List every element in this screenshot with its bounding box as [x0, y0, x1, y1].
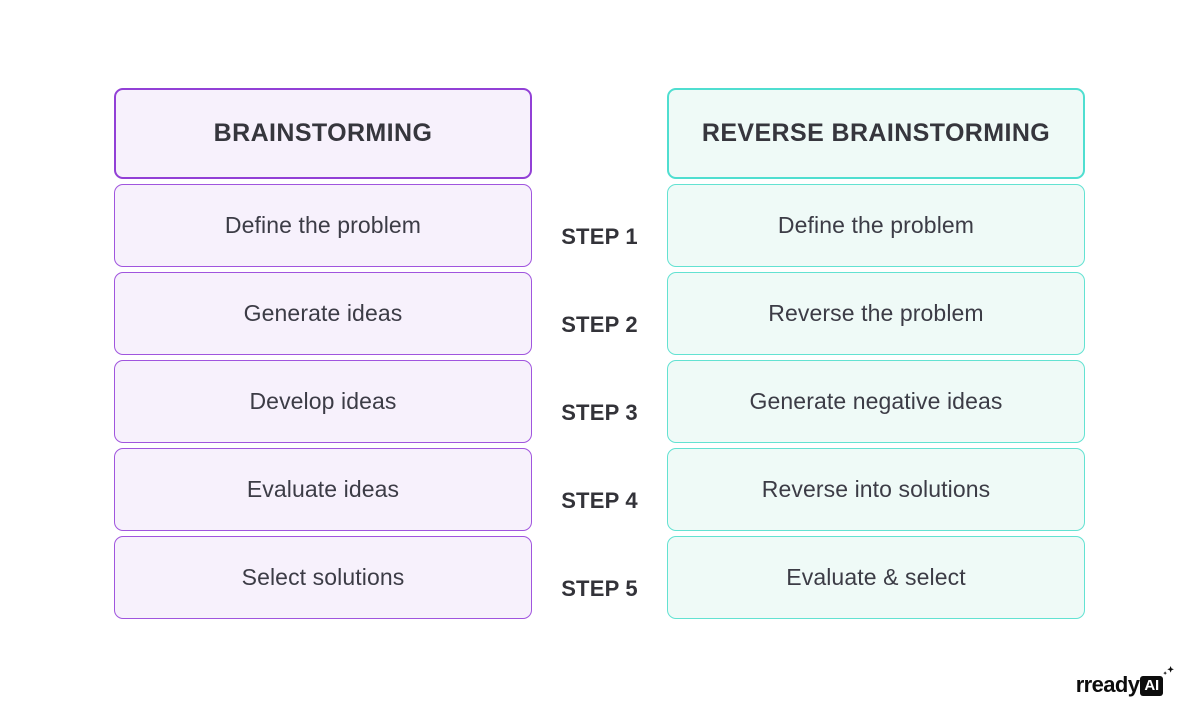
brainstorming-step-3: Develop ideas [114, 360, 532, 443]
step-label-1: STEP 1 [561, 223, 638, 249]
reverse-brainstorming-step-2: Reverse the problem [667, 272, 1085, 355]
reverse-brainstorming-step-4: Reverse into solutions [667, 448, 1085, 531]
brainstorming-step-5: Select solutions [114, 536, 532, 619]
step-labels-column: STEP 1 STEP 2 STEP 3 STEP 4 STEP 5 [532, 195, 667, 630]
step-label-3: STEP 3 [561, 399, 638, 425]
brainstorming-step-2: Generate ideas [114, 272, 532, 355]
step-label-5: STEP 5 [561, 575, 638, 601]
brainstorming-column: BRAINSTORMING Define the problem Generat… [114, 88, 532, 619]
reverse-brainstorming-column: REVERSE BRAINSTORMING Define the problem… [667, 88, 1085, 619]
brainstorming-header: BRAINSTORMING [114, 88, 532, 179]
reverse-brainstorming-header: REVERSE BRAINSTORMING [667, 88, 1085, 179]
reverse-brainstorming-step-1: Define the problem [667, 184, 1085, 267]
brainstorming-step-4: Evaluate ideas [114, 448, 532, 531]
logo-wordmark: rready [1075, 672, 1140, 697]
reverse-brainstorming-step-5: Evaluate & select [667, 536, 1085, 619]
rready-ai-logo: rready AI [1076, 664, 1176, 696]
reverse-brainstorming-step-3: Generate negative ideas [667, 360, 1085, 443]
brainstorming-step-1: Define the problem [114, 184, 532, 267]
sparkle-icon [1162, 666, 1176, 696]
step-label-4: STEP 4 [561, 487, 638, 513]
step-label-2: STEP 2 [561, 311, 638, 337]
logo-ai-badge: AI [1140, 676, 1163, 696]
